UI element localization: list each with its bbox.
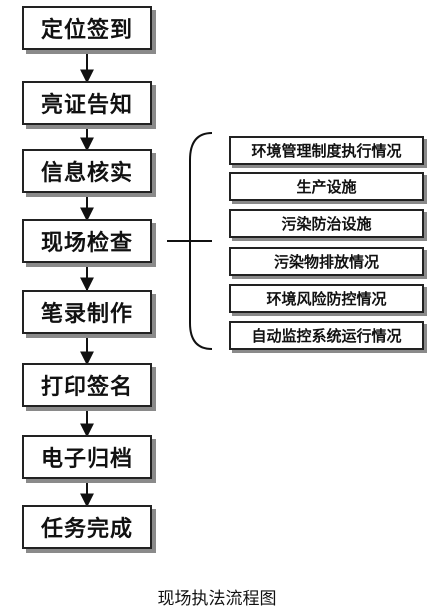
step-verify-info: 信息核实	[22, 149, 152, 193]
figure-caption: 现场执法流程图	[157, 589, 277, 609]
item-pollutant-discharge: 污染物排放情况	[229, 247, 424, 276]
item-production-facilities: 生产设施	[229, 172, 424, 201]
step-electronic-archive: 电子归档	[22, 435, 152, 479]
step-record-transcript: 笔录制作	[22, 290, 152, 334]
items-brace	[189, 132, 213, 350]
item-pollution-control-facilities: 污染防治设施	[229, 209, 424, 238]
step-print-sign: 打印签名	[22, 363, 152, 407]
step-locate-sign-in: 定位签到	[22, 6, 152, 50]
item-auto-monitoring: 自动监控系统运行情况	[229, 321, 424, 350]
item-management-system: 环境管理制度执行情况	[229, 136, 424, 165]
item-environmental-risk: 环境风险防控情况	[229, 284, 424, 313]
step-task-complete: 任务完成	[22, 505, 152, 549]
step-show-credentials: 亮证告知	[22, 81, 152, 125]
step-site-inspection: 现场检查	[22, 219, 152, 263]
